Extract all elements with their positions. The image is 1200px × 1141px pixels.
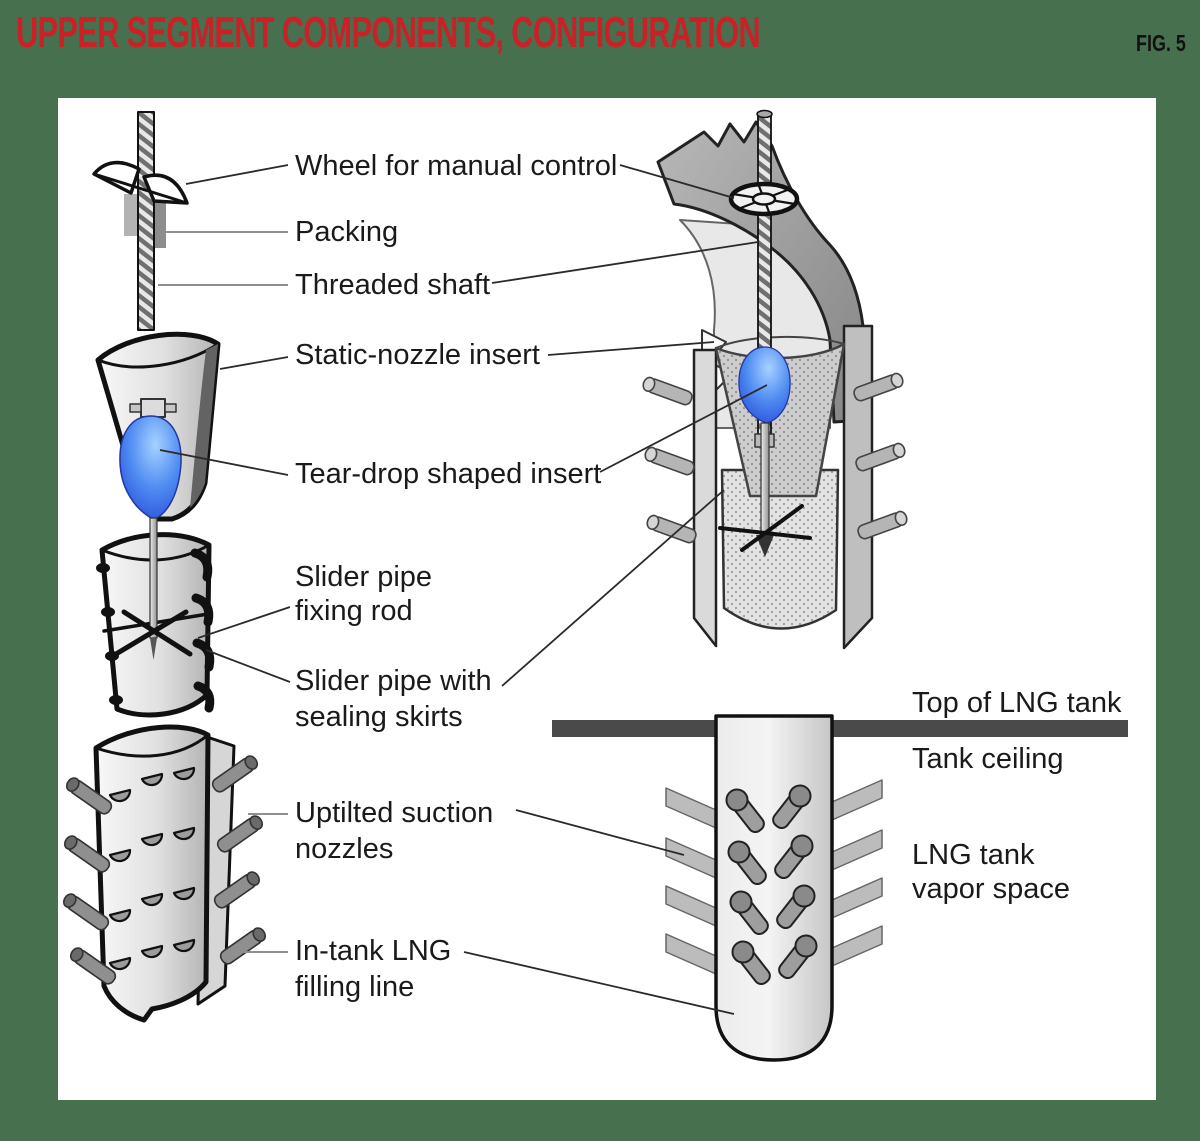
leader-wheel-right <box>619 164 735 199</box>
label-teardrop: Tear-drop shaped insert <box>295 458 601 490</box>
fixing-rod-assembled <box>718 422 812 557</box>
label-suction-2: nozzles <box>295 833 393 865</box>
leader-teardrop-left <box>159 449 289 476</box>
label-suction-1: Uptilted suction <box>295 797 493 829</box>
tank-ceiling-bar <box>552 720 1128 737</box>
leader-filling-right <box>463 951 735 1015</box>
slider-pipe-assembled <box>720 468 840 630</box>
suction-holes <box>108 766 196 971</box>
leader-suction-right <box>515 809 685 856</box>
label-vapor-1: LNG tank <box>912 839 1035 871</box>
label-slider-skirts-2: sealing skirts <box>295 701 463 733</box>
tank-nozzle-fins <box>665 779 883 975</box>
leader-lines <box>158 164 768 1015</box>
outer-wall-right <box>842 324 874 650</box>
label-filling-2: filling line <box>295 971 414 1003</box>
label-slider-skirts-1: Slider pipe with <box>295 665 492 697</box>
label-threaded-shaft: Threaded shaft <box>295 269 490 301</box>
figure-number-label: FIG. 5 <box>1136 30 1186 56</box>
page-title: UPPER SEGMENT COMPONENTS, CONFIGURATION <box>16 8 761 57</box>
manual-wheel-part <box>92 160 189 205</box>
label-wheel: Wheel for manual control <box>295 150 617 182</box>
leader-shaft-right <box>491 241 759 284</box>
tank-cross-section <box>552 714 1128 1062</box>
leader-fixing-rod <box>197 606 291 639</box>
diagram-panel: Wheel for manual control Packing Threade… <box>58 98 1156 1100</box>
tank-suction-cylinders <box>725 784 818 986</box>
leader-wheel-left <box>185 164 289 185</box>
threaded-shaft-part <box>137 111 155 331</box>
label-tank-ceiling: Tank ceiling <box>912 743 1064 775</box>
leader-static-right <box>547 341 715 356</box>
label-slider-fixing-2: fixing rod <box>295 595 413 627</box>
diagram-labels: Wheel for manual control Packing Threade… <box>295 150 1122 1003</box>
filling-line-part <box>62 724 267 1023</box>
leader-static-left <box>219 356 289 370</box>
label-filling-1: In-tank LNG <box>295 935 451 967</box>
leader-teardrop-right <box>599 384 768 473</box>
label-static-nozzle: Static-nozzle insert <box>295 339 540 371</box>
label-slider-fixing-1: Slider pipe <box>295 561 432 593</box>
slider-pipe-fixing-rod-part <box>113 517 193 660</box>
uptilted-nozzle-tubes <box>62 755 267 985</box>
lng-components-diagram: Wheel for manual control Packing Threade… <box>62 109 1128 1062</box>
left-exploded-diagram <box>62 111 267 1023</box>
leader-skirts-left <box>205 649 291 683</box>
tank-filling-pipe <box>714 714 834 1062</box>
label-vapor-2: vapor space <box>912 873 1070 905</box>
manual-wheel-assembled <box>728 181 800 217</box>
leader-skirts-right <box>501 489 725 687</box>
right-assembled-diagram <box>642 109 908 650</box>
label-packing: Packing <box>295 216 398 248</box>
outer-wall-left <box>692 348 718 648</box>
label-top-of-tank: Top of LNG tank <box>912 687 1122 719</box>
shaft-top-cap <box>756 109 773 119</box>
